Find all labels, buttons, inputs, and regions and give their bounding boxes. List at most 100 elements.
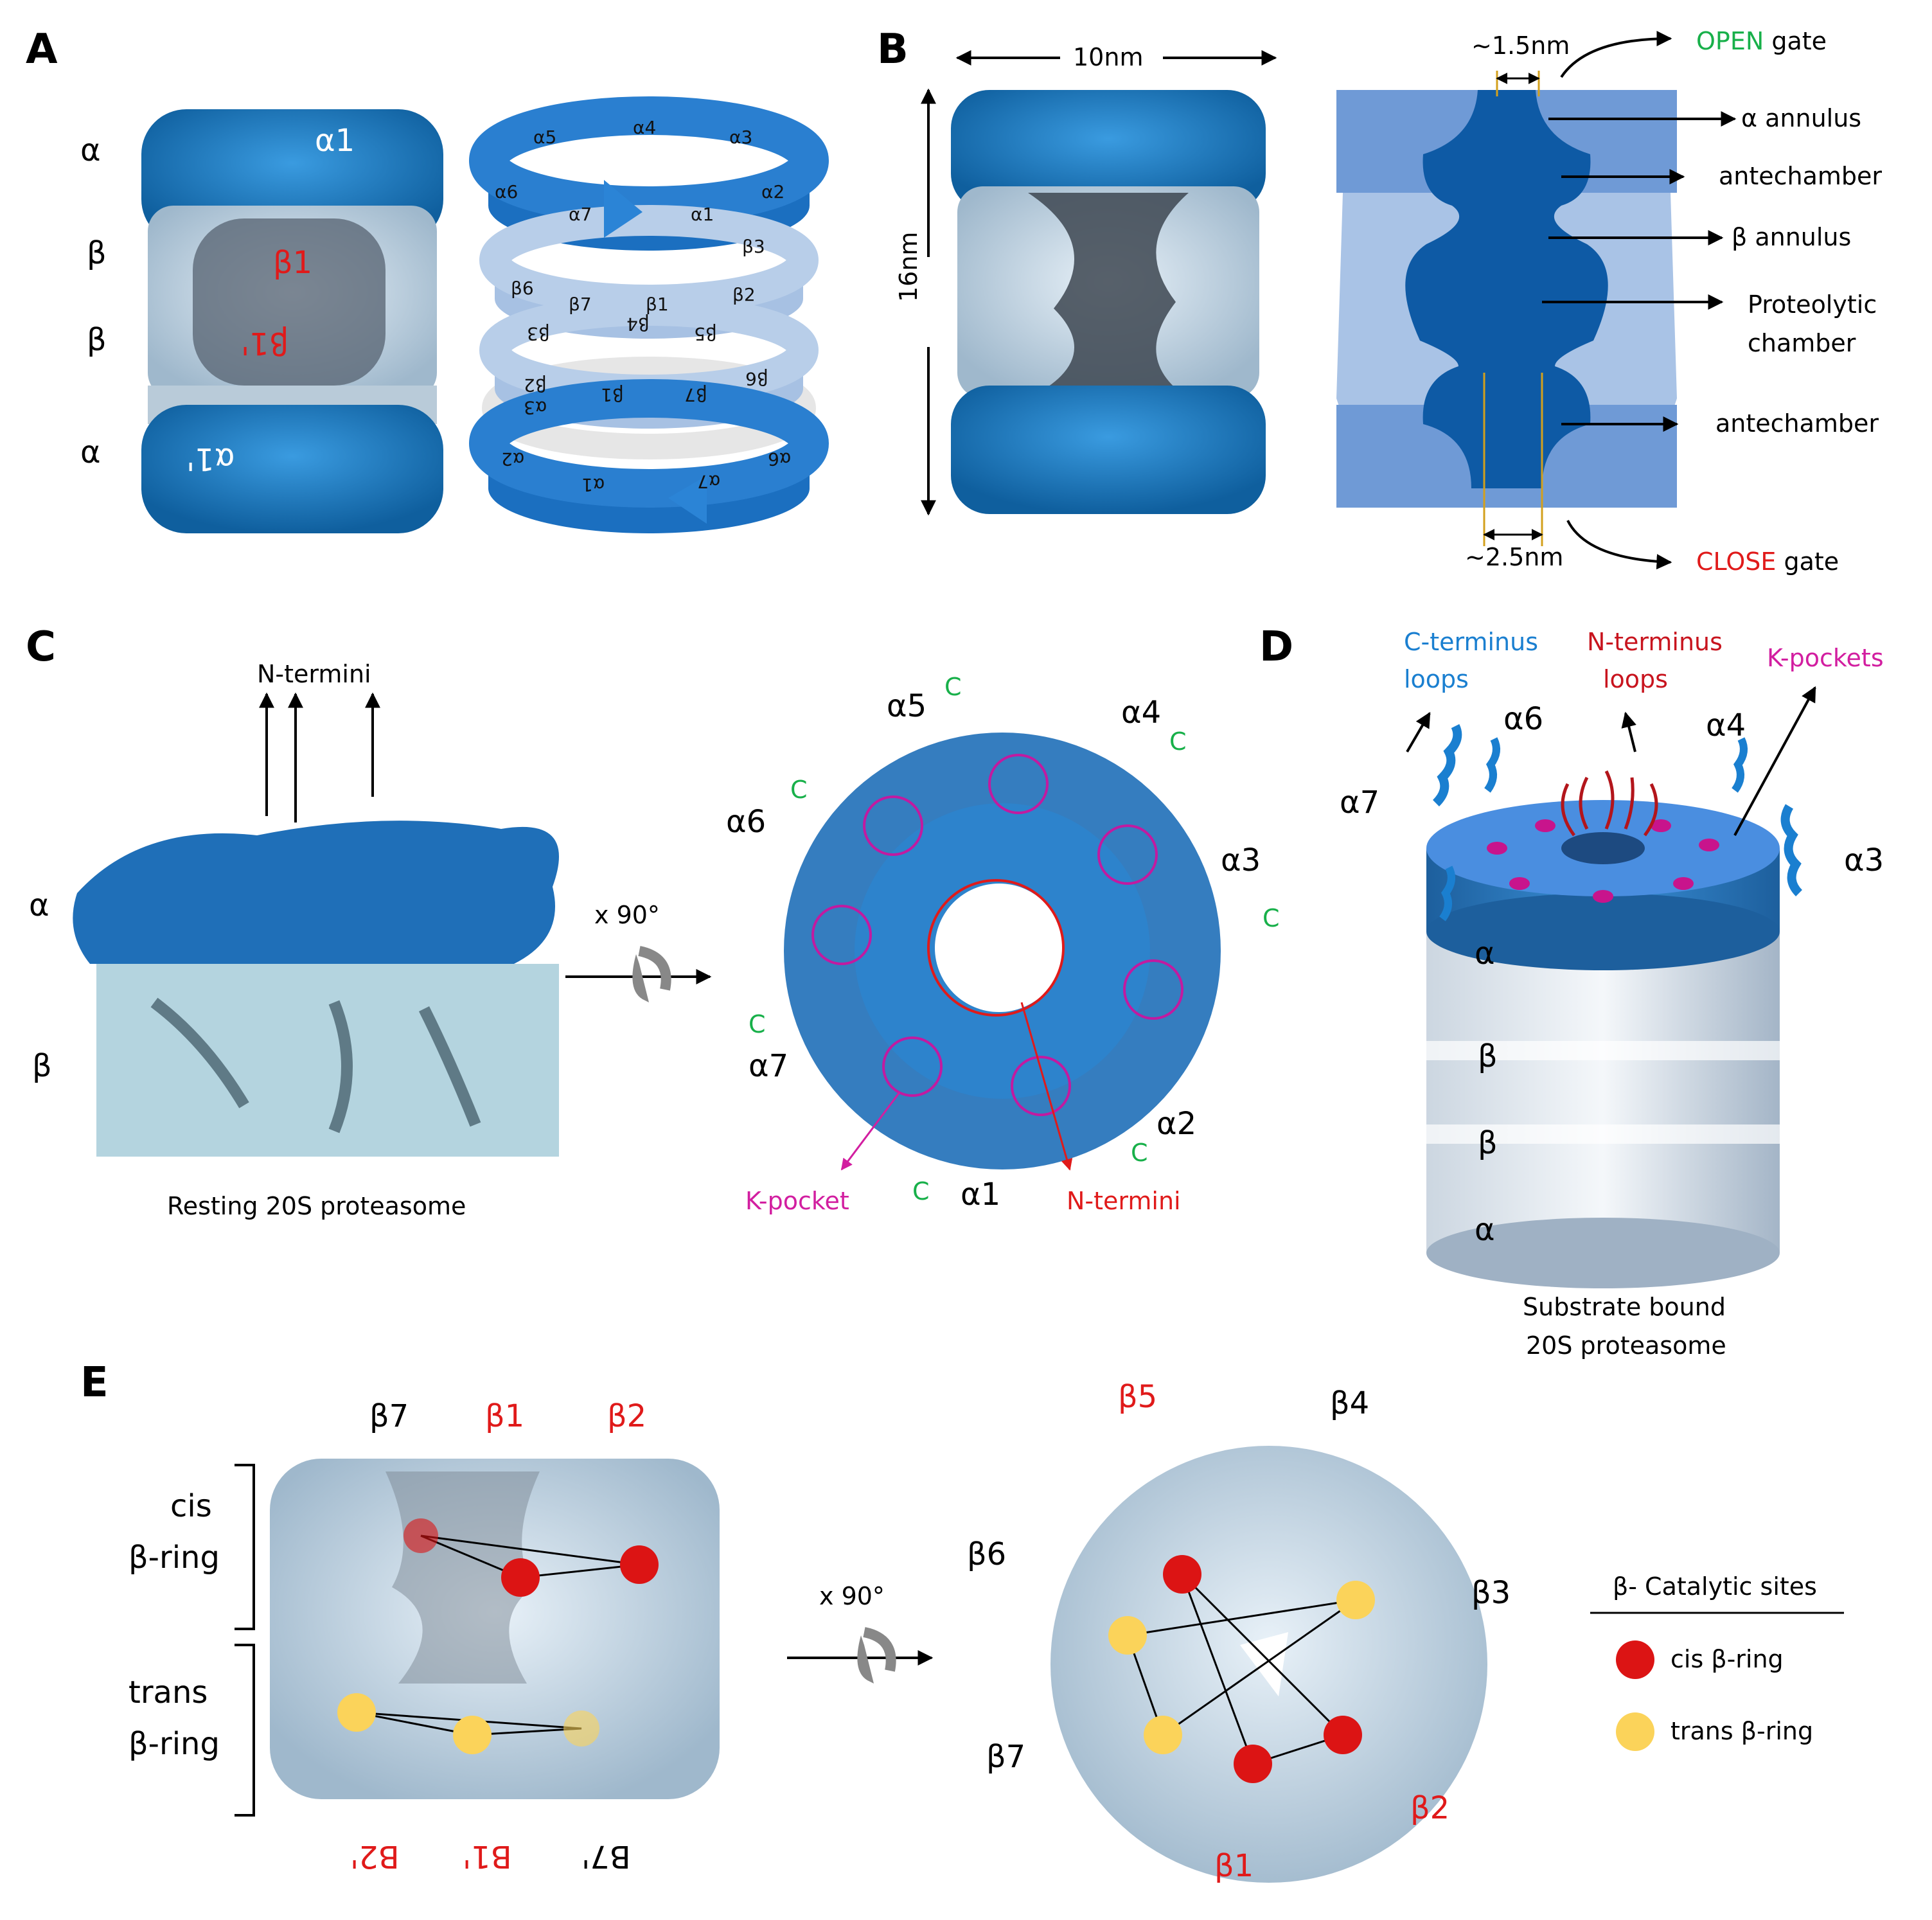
panel-e-letter: E bbox=[80, 1359, 109, 1407]
close-gate-label: CLOSE gate bbox=[1696, 547, 1839, 576]
subunit-label: α7 bbox=[749, 1048, 789, 1084]
rotation-label: x 90° bbox=[594, 901, 660, 929]
subunit-label: β1' bbox=[241, 325, 289, 361]
subunit-label: β4 bbox=[1330, 1385, 1370, 1421]
panel-d-model bbox=[1406, 686, 1816, 1288]
substrate-caption: 20S proteasome bbox=[1526, 1331, 1726, 1360]
c-terminus-marker: C bbox=[1263, 904, 1280, 932]
ring-label: α3 bbox=[524, 397, 547, 418]
panel-e-side-surface bbox=[235, 1459, 934, 1817]
ring-label: α5 bbox=[533, 127, 557, 148]
panel-a-row-label: α bbox=[80, 132, 101, 168]
subunit-label: β1 bbox=[273, 245, 313, 281]
alpha-annulus-label: α annulus bbox=[1741, 104, 1862, 132]
panel-c-side-ribbon bbox=[73, 692, 712, 1157]
legend-item-trans: trans β-ring bbox=[1671, 1717, 1814, 1745]
subunit-label: β1 bbox=[485, 1398, 525, 1434]
subunit-label: β7 bbox=[369, 1398, 409, 1434]
ring-label: β1 bbox=[646, 294, 669, 315]
cis-ring-label: cis bbox=[170, 1488, 212, 1524]
c-terminus-marker: C bbox=[912, 1177, 930, 1205]
panel-b-dimension-arrows bbox=[921, 50, 1277, 516]
subunit-label: α3 bbox=[1221, 842, 1261, 878]
closed-gate-width: ~2.5nm bbox=[1465, 543, 1564, 571]
ring-label: β6 bbox=[511, 278, 534, 299]
ring-label: β1 bbox=[601, 384, 624, 405]
subunit-label: α4 bbox=[1706, 707, 1746, 743]
panel-a-row-label: α bbox=[80, 434, 101, 470]
ring-label: β3 bbox=[742, 236, 765, 257]
subunit-label: β7 bbox=[986, 1739, 1026, 1775]
subunit-label: β5 bbox=[1118, 1379, 1158, 1415]
subunit-label: α6 bbox=[1503, 701, 1544, 737]
subunit-label: B1' bbox=[463, 1838, 512, 1874]
panel-a-ring-diagram bbox=[469, 96, 829, 533]
ring-label: β5 bbox=[694, 323, 717, 344]
n-termini-bottom-label: N-termini bbox=[1067, 1187, 1181, 1215]
subunit-label: β1 bbox=[1214, 1848, 1254, 1884]
subunit-label: α1 bbox=[961, 1177, 1001, 1213]
subunit-label: α3 bbox=[1844, 842, 1884, 878]
subunit-label: α4 bbox=[1121, 695, 1162, 731]
antechamber-label: antechamber bbox=[1719, 162, 1883, 190]
panel-a-row-label: β bbox=[87, 322, 107, 358]
subunit-label: α1' bbox=[186, 441, 235, 477]
antechamber-label: antechamber bbox=[1715, 409, 1879, 438]
c-terminus-marker: C bbox=[749, 1010, 766, 1038]
subunit-label: α2 bbox=[1157, 1106, 1197, 1142]
c-terminus-marker: C bbox=[1169, 727, 1187, 756]
ring-label: α6 bbox=[768, 449, 792, 470]
subunit-label: β6 bbox=[967, 1536, 1007, 1572]
panel-c-row-label: α bbox=[29, 887, 49, 923]
trans-ring-label: trans bbox=[129, 1675, 208, 1711]
panel-a-surface-model bbox=[141, 109, 443, 533]
ring-label: β2 bbox=[732, 284, 756, 305]
legend-item-cis: cis β-ring bbox=[1671, 1645, 1784, 1673]
ring-label: β7 bbox=[684, 384, 707, 405]
ring-label: β2 bbox=[524, 375, 547, 396]
panel-e-legend-graphics bbox=[1590, 1612, 1844, 1751]
panel-a-letter: A bbox=[26, 26, 58, 73]
panel-a-row-label: β bbox=[87, 235, 107, 271]
c-terminus-loops-label: C-terminus bbox=[1404, 628, 1539, 656]
subunit-label: β2 bbox=[607, 1398, 647, 1434]
ring-label: β6 bbox=[745, 368, 768, 389]
subunit-label: β3 bbox=[1471, 1575, 1511, 1611]
ring-label: β3 bbox=[527, 323, 550, 344]
c-terminus-marker: C bbox=[1131, 1139, 1148, 1167]
width-dimension-label: 10nm bbox=[1073, 43, 1144, 71]
open-gate-width: ~1.5nm bbox=[1471, 31, 1570, 60]
n-terminus-loops-label: N-terminus bbox=[1587, 628, 1723, 656]
c-terminus-marker: C bbox=[944, 673, 962, 701]
n-terminus-loops-label: loops bbox=[1603, 665, 1668, 693]
resting-caption: Resting 20S proteasome bbox=[167, 1192, 466, 1220]
subunit-label: α5 bbox=[887, 688, 927, 724]
substrate-caption: Substrate bound bbox=[1523, 1293, 1726, 1321]
panel-c-row-label: β bbox=[32, 1048, 52, 1084]
cis-ring-label: β-ring bbox=[129, 1540, 220, 1576]
panel-b-letter: B bbox=[877, 26, 908, 73]
panel-d-letter: D bbox=[1259, 623, 1294, 671]
ring-label: α bbox=[1475, 936, 1495, 972]
ring-label: α1 bbox=[691, 204, 714, 225]
ring-label: β bbox=[1478, 1125, 1498, 1161]
subunit-label: B2' bbox=[350, 1838, 400, 1874]
ring-label: α3 bbox=[729, 127, 753, 148]
rotation-label: x 90° bbox=[819, 1582, 885, 1610]
ring-label: α6 bbox=[495, 181, 518, 202]
c-terminus-loops-label: loops bbox=[1404, 665, 1469, 693]
beta-annulus-label: β annulus bbox=[1732, 223, 1852, 251]
proteolytic-chamber-label: Proteolytic bbox=[1748, 290, 1877, 319]
subunit-label: α7 bbox=[1340, 785, 1380, 821]
ring-label: α2 bbox=[501, 449, 525, 470]
legend-title: β- Catalytic sites bbox=[1613, 1572, 1817, 1601]
c-terminus-marker: C bbox=[790, 776, 808, 804]
ring-label: α2 bbox=[761, 181, 785, 202]
proteolytic-chamber-label: chamber bbox=[1748, 329, 1856, 357]
ring-label: α7 bbox=[569, 204, 592, 225]
ring-label: β4 bbox=[626, 314, 650, 335]
trans-ring-label: β-ring bbox=[129, 1726, 220, 1762]
subunit-label: α6 bbox=[726, 804, 767, 840]
